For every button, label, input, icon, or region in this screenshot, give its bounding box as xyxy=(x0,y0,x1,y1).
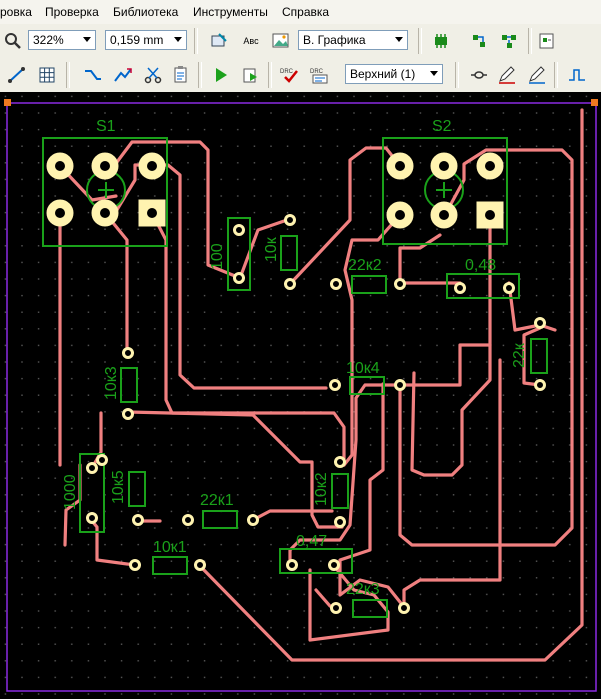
track xyxy=(338,382,406,609)
track xyxy=(198,108,584,662)
track xyxy=(251,509,334,522)
edit-icon[interactable] xyxy=(496,64,518,86)
label-10k2: 10к2 xyxy=(313,472,330,506)
track xyxy=(402,358,502,609)
netlist-icon[interactable] xyxy=(468,30,490,52)
toolbar-separator xyxy=(455,62,459,88)
edit-alt-icon[interactable] xyxy=(526,64,548,86)
grid-icon[interactable] xyxy=(36,64,58,86)
ratsnest-icon[interactable] xyxy=(468,64,490,86)
label-22k: 22к xyxy=(511,342,528,368)
track xyxy=(112,140,242,280)
grid xyxy=(0,92,601,699)
label-047: 0,47 xyxy=(296,533,327,550)
place-component-icon[interactable] xyxy=(208,30,230,52)
autoroute-icon[interactable] xyxy=(112,64,134,86)
layer-value: Верхний (1) xyxy=(350,67,416,81)
run-step-icon[interactable] xyxy=(240,64,262,86)
toolbar-separator xyxy=(528,28,532,54)
pcb-workspace[interactable]: S1 S2 100 10к 22к2 0,48 22к 10к3 10к4 10… xyxy=(0,92,601,699)
drc-button[interactable]: DRC xyxy=(278,64,302,86)
track xyxy=(238,218,289,280)
track xyxy=(288,146,402,286)
toolbar-separator xyxy=(194,28,198,54)
label-10k-top: 10к xyxy=(263,236,280,262)
drc-label-2: DRC xyxy=(310,69,324,75)
track xyxy=(410,343,492,477)
zoom-icon[interactable] xyxy=(2,30,24,52)
menu-item-library[interactable]: Библиотека xyxy=(113,5,179,19)
clipboard-icon[interactable] xyxy=(170,64,192,86)
track xyxy=(90,411,103,470)
toolbar-separator xyxy=(418,28,422,54)
pcb-canvas[interactable]: S1 S2 100 10к 22к2 0,48 22к 10к3 10к4 10… xyxy=(0,92,601,699)
cut-track-icon[interactable] xyxy=(142,64,164,86)
label-s1: S1 xyxy=(96,118,116,135)
corner-marker[interactable] xyxy=(4,99,11,106)
toolbar-separator xyxy=(66,62,70,88)
text-tool-button[interactable]: Авс xyxy=(238,30,264,52)
label-22k2: 22к2 xyxy=(348,257,382,274)
toolbar-separator xyxy=(554,62,558,88)
toolbar-top: 322% 0,159 mm Авс В. Графика xyxy=(0,24,601,59)
toolbar-separator xyxy=(198,62,202,88)
layer-combo[interactable]: Верхний (1) xyxy=(345,64,443,84)
silkscreen xyxy=(42,137,548,618)
label-22k3: 22к3 xyxy=(346,581,380,598)
drc-label-1: DRC xyxy=(280,69,294,75)
track xyxy=(58,164,118,202)
nets-icon[interactable] xyxy=(498,30,520,52)
label-s2: S2 xyxy=(432,118,452,135)
chevron-down-icon xyxy=(391,31,407,49)
route-track-icon[interactable] xyxy=(82,64,104,86)
graphics-mode-value: В. Графика xyxy=(303,33,366,47)
drc-settings-button[interactable]: DRC xyxy=(308,64,332,86)
grid-step-value: 0,159 mm xyxy=(110,33,164,47)
zoom-combo[interactable]: 322% xyxy=(28,30,96,50)
label-10k3: 10к3 xyxy=(103,366,120,400)
track xyxy=(126,410,344,529)
track xyxy=(113,163,328,390)
grid-step-combo[interactable]: 0,159 mm xyxy=(105,30,187,50)
pads xyxy=(46,152,546,614)
component-labels: S1 S2 100 10к 22к2 0,48 22к 10к3 10к4 10… xyxy=(62,118,528,598)
label-22k1: 22к1 xyxy=(200,492,234,509)
track xyxy=(90,519,137,567)
properties-icon[interactable] xyxy=(536,30,558,52)
toolbar-bottom: DRC DRC Верхний (1) xyxy=(0,58,601,93)
chevron-down-icon xyxy=(79,31,95,49)
label-10k5: 10к5 xyxy=(110,470,127,504)
image-icon[interactable] xyxy=(270,30,292,52)
track xyxy=(288,213,492,568)
label-1000: 1000 xyxy=(62,474,79,510)
chevron-down-icon xyxy=(170,31,186,49)
zoom-value: 322% xyxy=(33,33,64,47)
board-outline xyxy=(6,102,597,692)
label-10k1: 10к1 xyxy=(153,539,187,556)
menu-bar: ровка Проверка Библиотека Инструменты Сп… xyxy=(0,0,601,25)
line-tool-icon[interactable] xyxy=(6,64,28,86)
menu-item-routing[interactable]: ровка xyxy=(0,5,32,19)
pulse-icon[interactable] xyxy=(566,64,588,86)
toolbar-separator xyxy=(268,62,272,88)
track xyxy=(398,148,574,547)
label-048: 0,48 xyxy=(465,257,496,274)
run-icon[interactable] xyxy=(210,64,232,86)
corner-marker[interactable] xyxy=(591,99,598,106)
label-100: 100 xyxy=(209,243,226,270)
track xyxy=(314,588,332,608)
menu-item-tools[interactable]: Инструменты xyxy=(193,5,268,19)
track xyxy=(522,326,542,387)
graphics-mode-combo[interactable]: В. Графика xyxy=(298,30,408,50)
abc-label: Авс xyxy=(243,36,259,46)
track xyxy=(342,213,402,467)
menu-item-help[interactable]: Справка xyxy=(282,5,330,19)
chevron-down-icon xyxy=(426,65,442,83)
chip-icon[interactable] xyxy=(430,30,452,52)
track xyxy=(507,281,557,332)
label-10k4: 10к4 xyxy=(346,360,380,377)
menu-item-check[interactable]: Проверка xyxy=(45,5,99,19)
